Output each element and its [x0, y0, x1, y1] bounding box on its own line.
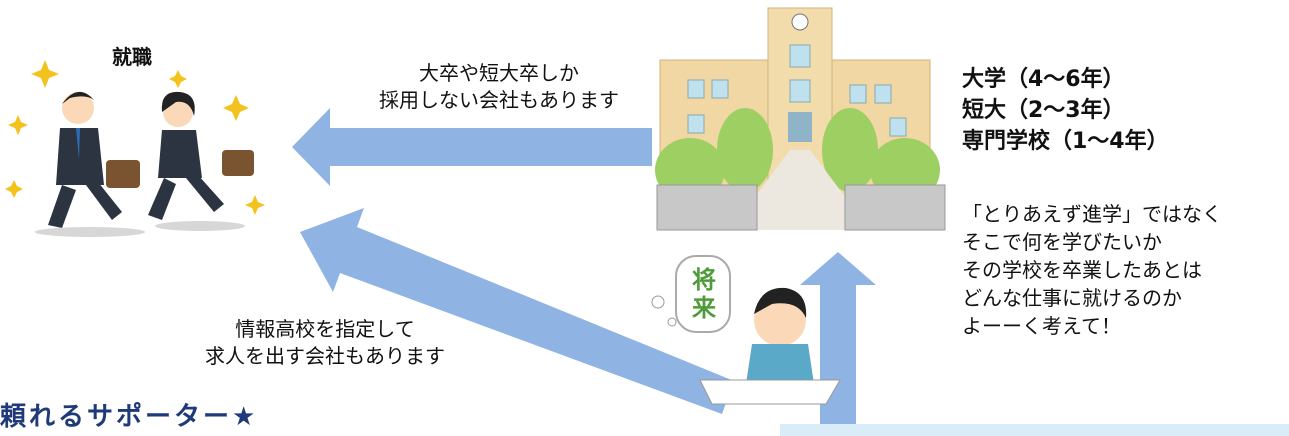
- advice-text: 「とりあえず進学」ではなく そこで何を学びたいか その学校を卒業したあとは どん…: [962, 200, 1222, 340]
- employment-label: 就職: [112, 45, 152, 69]
- section-heading: 頼れるサポーター★: [0, 402, 259, 432]
- arrow-school-to-employment: [292, 108, 652, 186]
- arrow-top-label: 大卒や短大卒しか 採用しない会社もあります: [340, 60, 658, 114]
- school-type-item: 大学（4～6年）: [962, 67, 1125, 92]
- arrow-bottom-label: 情報高校を指定して 求人を出す会社もあります: [150, 316, 500, 370]
- advice-line: その学校を卒業したあとは: [962, 258, 1202, 282]
- arrow-top-line: 大卒や短大卒しか: [419, 61, 579, 85]
- arrow-top-line: 採用しない会社もあります: [379, 88, 619, 112]
- future-sign-char: 来: [692, 294, 716, 322]
- running-employees-illustration: [5, 60, 265, 237]
- advice-line: そこで何を学びたいか: [962, 230, 1162, 254]
- thought-bubble: [675, 255, 731, 333]
- school-types-list: 大学（4～6年） 短大（2～3年） 専門学校（1～4年）: [962, 64, 1169, 157]
- university-illustration: [655, 7, 946, 231]
- advice-line: よーーく考えて！: [962, 314, 1121, 338]
- future-sign: 将 来: [690, 266, 718, 322]
- arrow-student-to-school: [800, 252, 876, 430]
- future-sign-char: 将: [692, 266, 716, 294]
- school-type-item: 短大（2～3年）: [962, 98, 1125, 123]
- advice-line: どんな仕事に就けるのか: [962, 286, 1182, 310]
- advice-line: 「とりあえず進学」ではなく: [962, 202, 1222, 226]
- arrow-bottom-line: 情報高校を指定して: [235, 317, 415, 341]
- student-illustration: [651, 255, 841, 405]
- arrow-student-to-employment: [300, 208, 734, 414]
- school-type-item: 専門学校（1～4年）: [962, 129, 1169, 154]
- arrow-bottom-line: 求人を出す会社もあります: [205, 344, 445, 368]
- sparkle-icon: [5, 60, 265, 215]
- decorative-band: [780, 424, 1289, 436]
